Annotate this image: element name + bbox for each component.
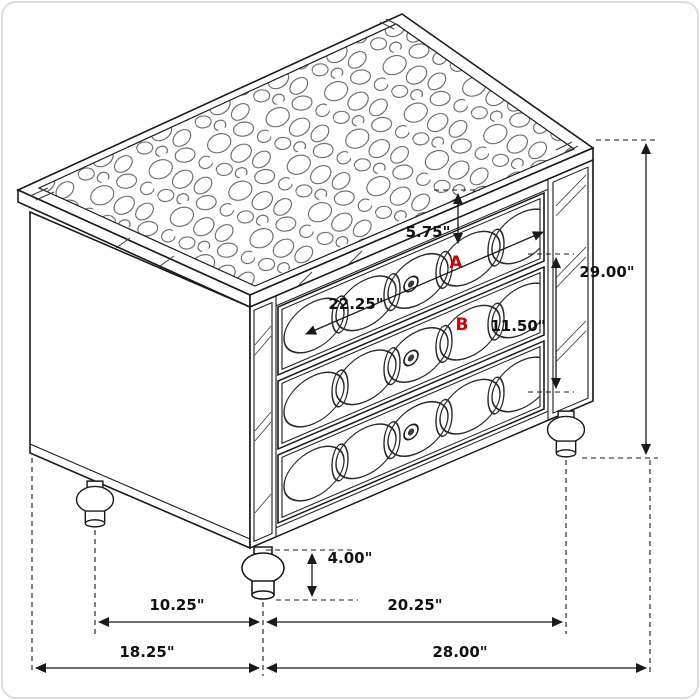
croc-texture-panel [37,23,576,287]
foot-back-left [75,480,115,528]
marker-b-label: B [456,315,469,335]
left-pilaster-inset [253,301,273,543]
foot-front-center [241,546,285,600]
dim-label-overall-height: 29.00" [579,263,634,281]
dim-label-drawer-width: 22.25" [328,295,383,313]
mirror-glint-ticks [29,18,579,287]
dim-label-overall-depth: 18.25" [119,643,174,661]
dim-label-top-drawer-height: 5.75" [406,223,451,241]
drawer-2-knob [403,349,419,367]
marker-a-label: A [449,253,463,273]
dim-label-overall-width: 28.00" [432,643,487,661]
dim-label-foot-spacing-depth: 10.25" [149,596,204,614]
dim-label-foot-spacing-width: 20.25" [387,596,442,614]
dim-line-drawer-width [305,231,544,335]
pilaster-glint-ticks [254,174,587,514]
left-pilaster [249,295,277,549]
left-base-line [29,443,251,540]
dimension-lines [35,143,651,673]
dim-label-foot-height: 4.00" [328,549,373,567]
dim-label-drawer-opening-height: 11.50" [490,317,545,335]
drawer-3-knob [403,423,419,441]
foot-front-right [546,410,586,458]
extension-lines [31,139,658,676]
dimension-labels: 5.75" 22.25" 11.50" 29.00" 4.00" 10.25" … [119,223,634,661]
bottom-rail-line [276,410,548,529]
